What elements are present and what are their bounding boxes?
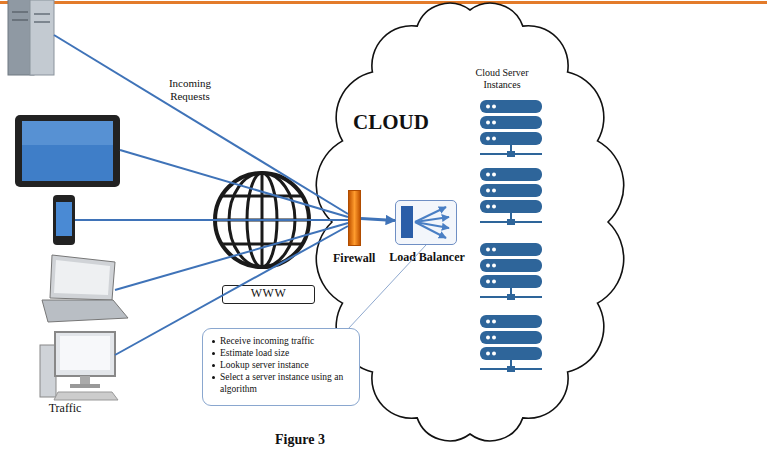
phone-icon (53, 195, 75, 245)
globe-latitude (222, 195, 302, 198)
fan-arrow (415, 222, 449, 228)
request-line (75, 219, 348, 221)
flow-label: Traffic (40, 401, 90, 415)
group-label: Cloud Server Instances (466, 67, 538, 91)
firewall-bar: Firewall (348, 190, 361, 246)
tablet-screen (22, 121, 113, 181)
header-rule (0, 1, 767, 4)
flow-arrow (361, 218, 395, 220)
request-line (115, 226, 348, 355)
load-balancer-box: Load Balancer (395, 200, 457, 245)
server-instances (480, 100, 542, 372)
server-icon (480, 243, 542, 300)
screen-glare (22, 121, 113, 145)
laptop-screen (54, 260, 110, 295)
server-icon (480, 315, 542, 372)
keyboard (54, 392, 118, 400)
cloud-outline (316, 3, 623, 441)
www-box: WWW (222, 285, 315, 304)
fan-arrow (415, 207, 446, 222)
request-line (120, 150, 348, 217)
monitor-base (70, 384, 100, 388)
fan-arrow (415, 217, 449, 222)
request-line (54, 35, 348, 214)
drive-slot (34, 21, 50, 23)
figure-caption: Figure 3 (240, 432, 360, 448)
desktop-screen (60, 336, 110, 370)
desktop-monitor (55, 332, 115, 376)
leader-line (349, 245, 426, 328)
flow-label: Incoming Requests (155, 77, 225, 103)
globe-meridian (229, 173, 295, 267)
globe-meridian (261, 173, 264, 267)
globe-meridian (247, 173, 277, 267)
phone-screen (56, 202, 72, 236)
node-label: CLOUD (353, 110, 429, 135)
phone-body (53, 195, 75, 245)
bullet-item: Receive incoming traffic (211, 335, 353, 347)
drive-slot (12, 19, 28, 21)
server-icon (480, 100, 542, 157)
node-label: WWW (223, 286, 314, 301)
globe-latitude (222, 243, 302, 246)
laptop-base (42, 300, 128, 322)
server-icon (480, 168, 542, 225)
node-label: Load Balancer (388, 250, 466, 264)
drive-slot (12, 11, 28, 13)
globe-latitude (215, 219, 309, 222)
bullet-item: Estimate load size (211, 347, 353, 359)
tablet-body (15, 115, 120, 187)
drive-slot (34, 13, 50, 15)
tower-body (8, 0, 34, 75)
desktop-tower (40, 345, 56, 397)
laptop-icon (42, 255, 128, 322)
fan-arrow (415, 222, 446, 238)
cloud-shape: CLOUDFirewallLoad Balancer (325, 0, 615, 440)
server-tower-icon (8, 0, 54, 75)
desktop-icon (40, 332, 118, 400)
monitor-stand (80, 376, 90, 384)
request-lines (54, 35, 348, 355)
node-label: Firewall (333, 251, 375, 266)
tower-body (30, 0, 54, 75)
balancer-icon (396, 201, 456, 243)
bullet-item: Lookup server instance (211, 359, 353, 371)
globe-icon (215, 173, 309, 267)
balancer-core (401, 206, 413, 238)
laptop-lid (50, 255, 115, 300)
callout-box: Receive incoming trafficEstimate load si… (202, 328, 360, 406)
tablet-icon (15, 115, 120, 187)
cloud-outline (325, 0, 615, 440)
globe-outline (215, 173, 309, 267)
bullet-item: Select a server instance using an algori… (211, 371, 353, 395)
request-line (115, 223, 348, 290)
